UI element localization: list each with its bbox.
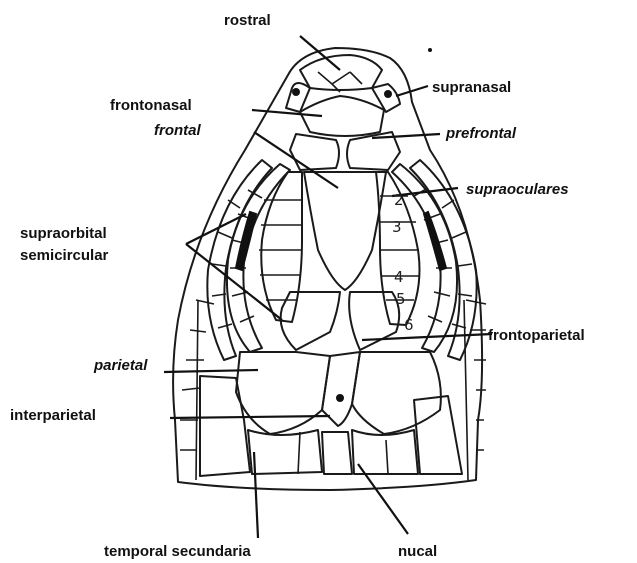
rostral-scale (300, 55, 382, 90)
label-supraorbital: supraorbital (20, 225, 107, 242)
label-supraoculares: supraoculares (466, 181, 569, 198)
parietal-scale-right (352, 352, 441, 434)
scale-number-6: 6 (404, 316, 414, 334)
label-frontonasal: frontonasal (110, 97, 192, 114)
temporal-secundaria-scale (248, 430, 322, 474)
nucal-scale-right (352, 430, 418, 474)
parietal-scale-left (236, 352, 330, 434)
label-rostral: rostral (224, 12, 271, 29)
label-supranasal: supranasal (432, 79, 511, 96)
supraocular-chain-left (259, 172, 302, 322)
scale-number-3: 3 (392, 218, 402, 236)
label-nucal: nucal (398, 543, 437, 560)
nostril-left (292, 88, 300, 96)
nostril-right (384, 90, 392, 98)
label-parietal: parietal (93, 357, 148, 374)
scale-number-2: 2 (394, 191, 404, 209)
label-semicircular: semicircular (20, 247, 109, 264)
label-temporal-secundaria: temporal secundaria (104, 543, 251, 560)
speck-mark (428, 48, 432, 52)
label-prefrontal: prefrontal (445, 125, 517, 142)
prefrontal-scale-left (290, 134, 339, 170)
temporal-scale-left (200, 376, 250, 476)
scale-number-4: 4 (394, 268, 404, 286)
interparietal-scale (322, 352, 360, 426)
label-frontoparietal: frontoparietal (488, 327, 585, 344)
label-frontal: frontal (154, 122, 201, 139)
scale-number-5: 5 (396, 290, 406, 308)
nucal-scale-left (322, 432, 352, 474)
temporal-scale-right (414, 396, 462, 474)
parietal-eye (336, 394, 344, 402)
label-interparietal: interparietal (10, 407, 96, 424)
leader-lines (164, 36, 492, 538)
supranasal-scale-right (372, 84, 400, 112)
frontal-scale (304, 172, 386, 290)
